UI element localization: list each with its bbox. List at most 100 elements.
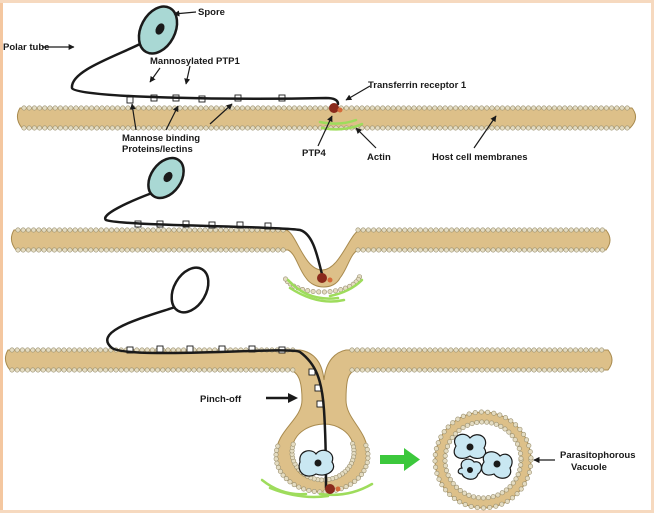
membrane-bead (366, 228, 370, 232)
membrane-bead (182, 228, 186, 232)
membrane-bead (443, 464, 447, 468)
membrane-bead (443, 348, 447, 352)
membrane-bead (387, 248, 391, 252)
membrane-bead (403, 228, 407, 232)
membrane-bead (453, 126, 457, 130)
membrane-bead (250, 248, 254, 252)
membrane-bead (386, 368, 390, 372)
membrane-bead (25, 368, 29, 372)
membrane-bead (333, 289, 337, 293)
membrane-bead (110, 126, 114, 130)
membrane-bead (130, 228, 134, 232)
membrane-bead (438, 106, 442, 110)
membrane-bead (413, 228, 417, 232)
membrane-bead (285, 368, 289, 372)
membrane-bead (129, 368, 133, 372)
membrane-bead (479, 106, 483, 110)
membrane-bead (418, 228, 422, 232)
membrane-bead (568, 368, 572, 372)
membrane-bead (488, 505, 492, 509)
membrane-bead (538, 228, 542, 232)
membrane-bead (125, 228, 129, 232)
membrane-bead (440, 483, 444, 487)
membrane-bead (20, 368, 24, 372)
membrane-bead (475, 248, 479, 252)
membrane-bead (585, 248, 589, 252)
membrane-bead (204, 106, 208, 110)
membrane-bead (518, 427, 522, 431)
membrane-bead (230, 126, 234, 130)
membrane-bead (590, 248, 594, 252)
membrane-bead (22, 106, 26, 110)
membrane-bead (370, 126, 374, 130)
membrane-bead (537, 106, 541, 110)
membrane-bead (439, 435, 443, 439)
membrane-bead (366, 452, 370, 456)
membrane-bead (259, 368, 263, 372)
membrane-bead (105, 126, 109, 130)
membrane-bead (469, 504, 473, 508)
membrane-bead (485, 368, 489, 372)
membrane-bead (95, 106, 99, 110)
membrane-bead (26, 248, 30, 252)
membrane-bead (594, 368, 598, 372)
membrane-bead (529, 456, 533, 460)
membrane-bead (365, 126, 369, 130)
membrane-bead (114, 368, 118, 372)
membrane-bead (491, 248, 495, 252)
membrane-bead (219, 228, 223, 232)
membrane-bead (27, 106, 31, 110)
membrane-bead (135, 248, 139, 252)
membrane-bead (578, 106, 582, 110)
membrane-bead (36, 368, 40, 372)
membrane-bead (371, 248, 375, 252)
membrane-bead (435, 471, 439, 475)
membrane-bead (27, 126, 31, 130)
membrane-bead (625, 126, 629, 130)
membrane-bead (579, 368, 583, 372)
membrane-bead (328, 289, 332, 293)
membrane-bead (187, 228, 191, 232)
membrane-bead (516, 368, 520, 372)
membrane-bead (219, 106, 223, 110)
membrane-bead (481, 248, 485, 252)
membrane-bead (109, 248, 113, 252)
membrane-bead (278, 469, 282, 473)
membrane-bead (157, 126, 161, 130)
membrane-bead (375, 106, 379, 110)
membrane-bead (467, 493, 471, 497)
membrane-bead (516, 106, 520, 110)
membrane-bead (528, 450, 532, 454)
membrane-bead (364, 443, 368, 447)
membrane-bead (240, 106, 244, 110)
membrane-bead (599, 126, 603, 130)
membrane-bead (469, 106, 473, 110)
membrane-bead (464, 126, 468, 130)
membrane-bead (377, 228, 381, 232)
membrane-bead (547, 348, 551, 352)
membrane-bead (417, 368, 421, 372)
membrane-bead (121, 106, 125, 110)
membrane-bead (224, 248, 228, 252)
membrane-bead (37, 248, 41, 252)
membrane-bead (464, 368, 468, 372)
membrane-bead (448, 106, 452, 110)
membrane-bead (303, 126, 307, 130)
membrane-bead (46, 348, 50, 352)
membrane-bead (349, 106, 353, 110)
membrane-bead (498, 413, 502, 417)
membrane-bead (422, 126, 426, 130)
membrane-bead (436, 441, 440, 445)
membrane-bead (255, 248, 259, 252)
membrane-bead (208, 228, 212, 232)
membrane-bead (150, 368, 154, 372)
membrane-bead (16, 248, 20, 252)
membrane-bead (15, 368, 19, 372)
membrane-bead (366, 248, 370, 252)
membrane-bead (496, 248, 500, 252)
membrane-bead (317, 290, 321, 294)
membrane-bead (41, 368, 45, 372)
membrane-bead (513, 438, 517, 442)
membrane-bead (452, 496, 456, 500)
membrane-bead (311, 289, 315, 293)
